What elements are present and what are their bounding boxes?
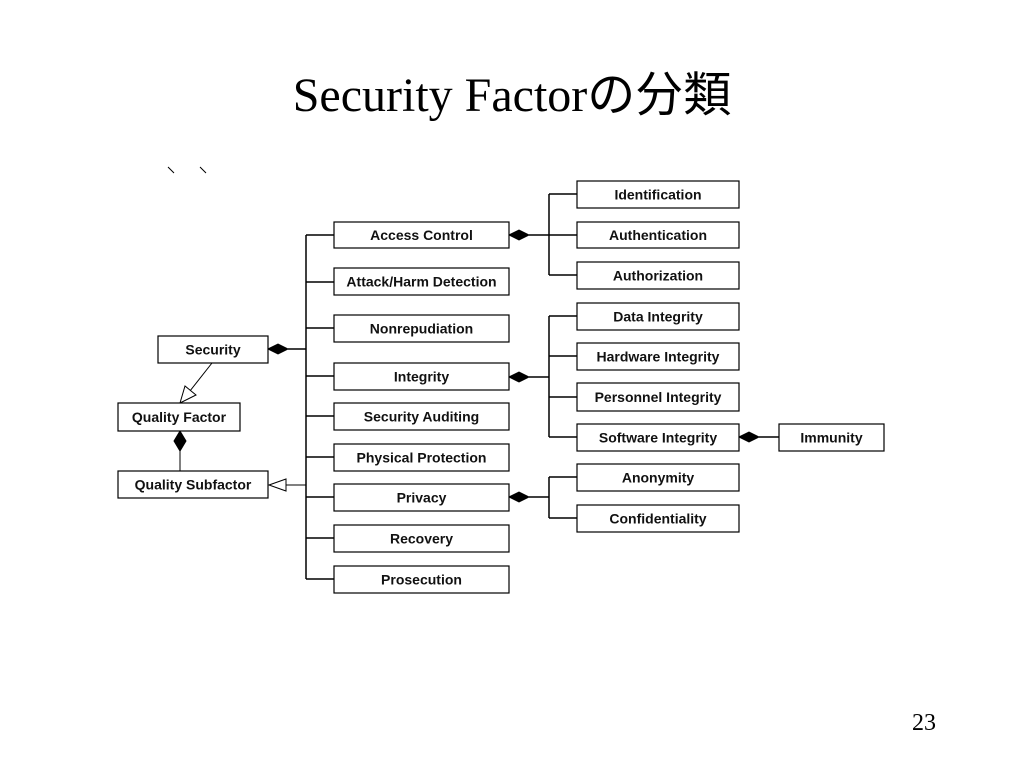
svg-text:Security: Security [185,342,240,358]
node-physical-protection: Physical Protection [333,443,510,472]
generalization-arrow-security [179,385,197,404]
svg-text:Recovery: Recovery [390,531,453,547]
node-quality-factor: Quality Factor [117,402,241,432]
node-security: Security [157,335,269,364]
corner-mark [167,166,207,174]
node-confidentiality: Confidentiality [576,504,740,533]
node-security-auditing: Security Auditing [333,402,510,431]
aggregation-diamond-security [266,343,290,355]
node-prosecution: Prosecution [333,565,510,594]
node-data-integrity: Data Integrity [576,302,740,331]
aggregation-diamond-quality [173,430,187,452]
svg-text:Authentication: Authentication [609,227,707,243]
svg-text:Attack/Harm Detection: Attack/Harm Detection [346,274,496,290]
svg-text:Access Control: Access Control [370,227,473,243]
node-anonymity: Anonymity [576,463,740,492]
page-number: 23 [912,710,936,736]
node-integrity: Integrity [333,362,510,391]
generalization-arrow-subfactor [267,478,287,492]
svg-text:Hardware Integrity: Hardware Integrity [597,349,720,365]
svg-text:Authorization: Authorization [613,268,703,284]
svg-text:Anonymity: Anonymity [622,470,695,486]
node-authorization: Authorization [576,261,740,290]
node-identification: Identification [576,180,740,209]
node-recovery: Recovery [333,524,510,553]
svg-text:Identification: Identification [614,187,701,203]
svg-text:Data Integrity: Data Integrity [613,309,703,325]
svg-text:Immunity: Immunity [800,430,862,446]
svg-text:Nonrepudiation: Nonrepudiation [370,321,473,337]
svg-text:Prosecution: Prosecution [381,572,462,588]
node-attack-harm-detection: Attack/Harm Detection [333,267,510,296]
slide-title: Security Factorの分類 [292,69,732,122]
aggregation-diamond-integrity [507,371,531,383]
svg-text:Physical Protection: Physical Protection [357,450,487,466]
svg-text:Confidentiality: Confidentiality [609,511,706,527]
node-authentication: Authentication [576,221,740,249]
node-software-integrity: Software Integrity [576,423,740,452]
svg-text:Quality Subfactor: Quality Subfactor [135,477,252,493]
svg-text:Personnel Integrity: Personnel Integrity [595,389,722,405]
svg-text:Integrity: Integrity [394,369,449,385]
node-nonrepudiation: Nonrepudiation [333,314,510,343]
aggregation-diamond-privacy [507,491,531,503]
node-personnel-integrity: Personnel Integrity [576,382,740,412]
svg-text:Quality Factor: Quality Factor [132,409,227,425]
aggregation-diamond-access [507,229,531,241]
node-access-control: Access Control [333,221,510,249]
node-immunity: Immunity [778,423,885,452]
svg-text:Software Integrity: Software Integrity [599,430,717,446]
aggregation-diamond-software [737,431,761,443]
node-quality-subfactor: Quality Subfactor [117,470,269,499]
svg-text:Privacy: Privacy [397,490,447,506]
node-privacy: Privacy [333,483,510,512]
svg-text:Security Auditing: Security Auditing [364,409,479,425]
node-hardware-integrity: Hardware Integrity [576,342,740,371]
